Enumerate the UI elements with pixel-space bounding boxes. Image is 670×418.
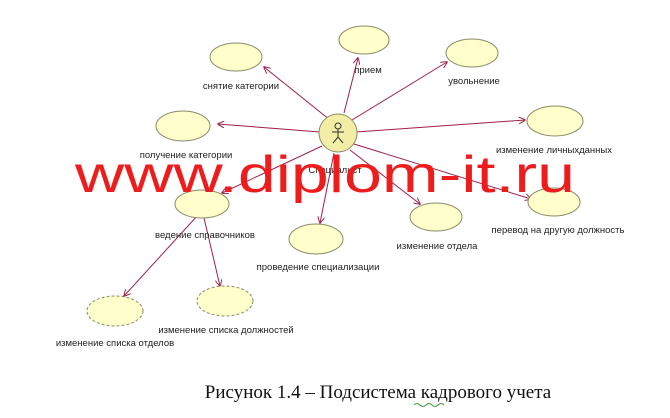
ellipse-specializ <box>288 223 344 255</box>
label-uvolnenie: увольнение <box>448 76 500 87</box>
ellipse-priem <box>338 25 390 55</box>
actor: Специалист <box>308 113 362 176</box>
association-specializ <box>320 152 335 223</box>
ellipse-uvolnenie <box>445 38 499 68</box>
use-case-labels: прием увольнение снятие категории получе… <box>56 65 625 349</box>
actor-label: Специалист <box>308 165 362 176</box>
label-spisok-otdelov: изменение списка отделов <box>56 338 174 349</box>
use-case-ellipses <box>86 25 584 327</box>
watermark: www.diplom-it.ru <box>74 146 575 204</box>
ellipse-snyatie <box>209 42 263 72</box>
association-spravochniki <box>222 145 323 193</box>
actor-icon <box>332 122 344 144</box>
ellipse-perevod <box>527 187 581 217</box>
label-perevod: перевод на другую должность <box>492 225 625 236</box>
association-perevod <box>353 143 531 199</box>
ellipse-lichnye <box>526 105 584 137</box>
association-uvolnenie <box>351 62 447 121</box>
association-poluchenie <box>218 124 321 133</box>
association-lines <box>124 58 531 296</box>
label-poluchenie: получение категории <box>140 150 233 161</box>
ellipse-spravochniki <box>174 189 230 219</box>
ellipse-otdel <box>409 202 463 232</box>
label-specializ: проведение специализации <box>257 262 380 273</box>
label-otdel: изменение отдела <box>397 241 479 252</box>
label-snyatie: снятие категории <box>203 81 279 92</box>
association-snyatie <box>264 67 331 121</box>
figure-caption: Рисунок 1.4 – Подсистема кадрового учета <box>205 382 552 403</box>
association-priem <box>343 58 358 114</box>
ellipse-spisok-otdelov <box>86 295 144 327</box>
association-spisok-dolzhn <box>203 217 220 286</box>
ellipse-spisok-dolzhn <box>196 285 254 317</box>
label-priem: прием <box>354 65 382 76</box>
label-spravochniki: ведение справочников <box>155 230 255 241</box>
association-spisok-otdelov <box>124 214 199 296</box>
label-lichnye: изменение личныхданных <box>496 145 612 156</box>
caption-squiggle <box>413 403 445 407</box>
association-otdel <box>349 149 420 204</box>
association-lichnye <box>355 120 525 133</box>
label-spisok-dolzhn: изменение списка должностей <box>158 325 293 336</box>
ellipse-poluchenie <box>155 110 211 142</box>
